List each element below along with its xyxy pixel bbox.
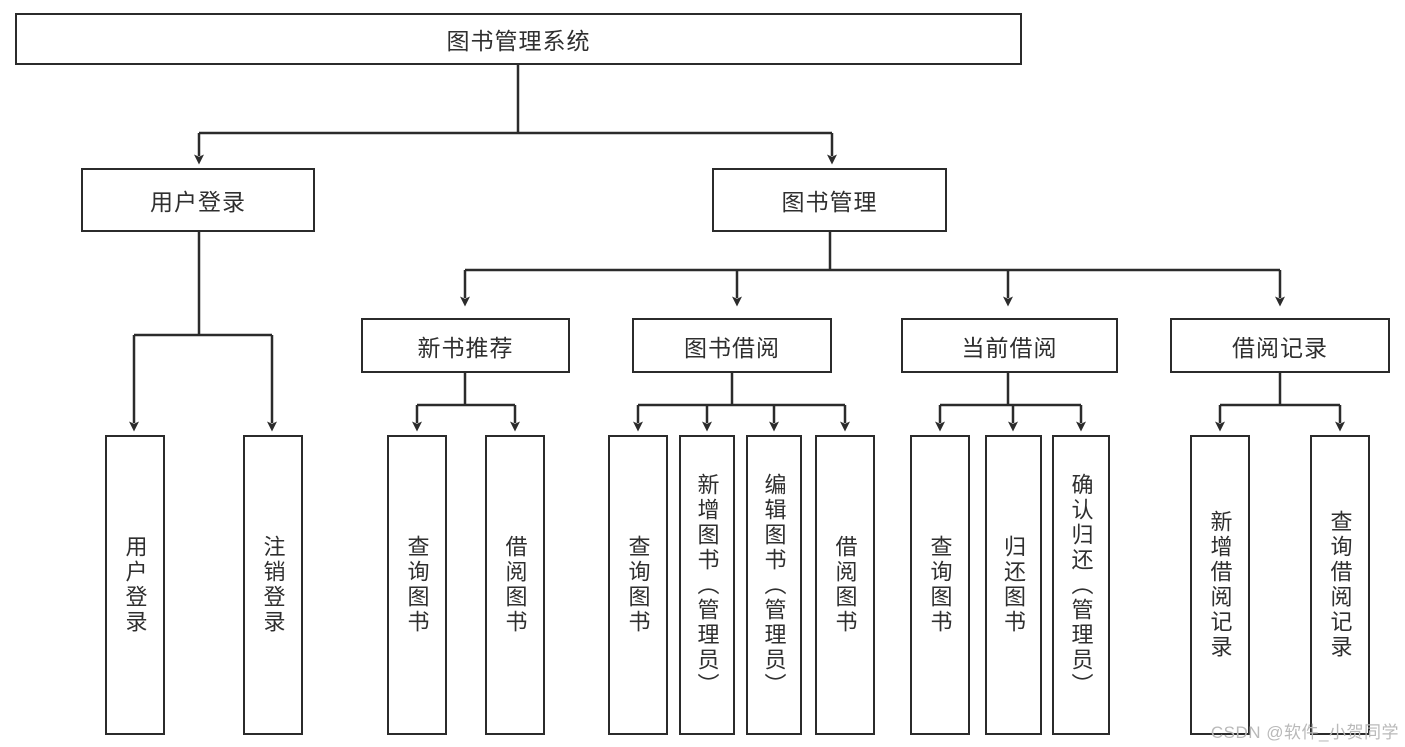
node-current-borrow-label: 当前借阅: [961, 334, 1058, 361]
node-new-book-recommend[interactable]: 新书推荐: [361, 318, 570, 373]
node-leaf-logout-login[interactable]: 注销登录: [243, 435, 303, 735]
node-user-login[interactable]: 用户登录: [81, 168, 315, 232]
node-borrow-record-label: 借阅记录: [1232, 334, 1328, 361]
node-leaf-user-login-label: 用户登录: [122, 535, 148, 635]
node-leaf-confirm-return[interactable]: 确认归还（管理员）: [1052, 435, 1110, 735]
node-leaf-query-book-2[interactable]: 查询图书: [608, 435, 668, 735]
node-borrow-record[interactable]: 借阅记录: [1170, 318, 1390, 373]
node-leaf-add-record-label: 新增借阅记录: [1207, 510, 1233, 660]
node-leaf-return-book-label: 归还图书: [1001, 535, 1027, 635]
node-current-borrow[interactable]: 当前借阅: [901, 318, 1118, 373]
node-leaf-add-record[interactable]: 新增借阅记录: [1190, 435, 1250, 735]
node-leaf-add-book[interactable]: 新增图书（管理员）: [679, 435, 735, 735]
node-leaf-query-book-1-label: 查询图书: [404, 535, 430, 635]
node-leaf-query-book-3[interactable]: 查询图书: [910, 435, 970, 735]
node-leaf-add-book-label: 新增图书（管理员）: [694, 472, 720, 698]
node-leaf-query-book-2-label: 查询图书: [625, 535, 651, 635]
node-book-borrow[interactable]: 图书借阅: [632, 318, 832, 373]
node-leaf-user-login[interactable]: 用户登录: [105, 435, 165, 735]
node-root[interactable]: 图书管理系统: [15, 13, 1022, 65]
node-leaf-query-book-1[interactable]: 查询图书: [387, 435, 447, 735]
node-book-manage[interactable]: 图书管理: [712, 168, 947, 232]
node-leaf-query-book-3-label: 查询图书: [927, 535, 953, 635]
node-book-manage-label: 图书管理: [781, 189, 878, 215]
node-leaf-edit-book[interactable]: 编辑图书（管理员）: [746, 435, 802, 735]
node-leaf-return-book[interactable]: 归还图书: [985, 435, 1042, 735]
node-new-book-recommend-label: 新书推荐: [417, 334, 514, 361]
node-leaf-borrow-book-2[interactable]: 借阅图书: [815, 435, 875, 735]
node-user-login-label: 用户登录: [150, 189, 246, 215]
node-leaf-logout-login-label: 注销登录: [260, 535, 286, 635]
node-book-borrow-label: 图书借阅: [684, 334, 780, 361]
node-leaf-borrow-book-2-label: 借阅图书: [832, 535, 858, 635]
node-leaf-borrow-book-1-label: 借阅图书: [502, 535, 528, 635]
node-leaf-confirm-return-label: 确认归还（管理员）: [1068, 472, 1094, 698]
node-leaf-query-record[interactable]: 查询借阅记录: [1310, 435, 1370, 735]
node-root-label: 图书管理系统: [446, 28, 591, 54]
csdn-watermark: CSDN @软件_小贺同学: [1210, 723, 1399, 742]
node-leaf-borrow-book-1[interactable]: 借阅图书: [485, 435, 545, 735]
node-leaf-edit-book-label: 编辑图书（管理员）: [761, 472, 787, 698]
node-leaf-query-record-label: 查询借阅记录: [1327, 510, 1353, 660]
